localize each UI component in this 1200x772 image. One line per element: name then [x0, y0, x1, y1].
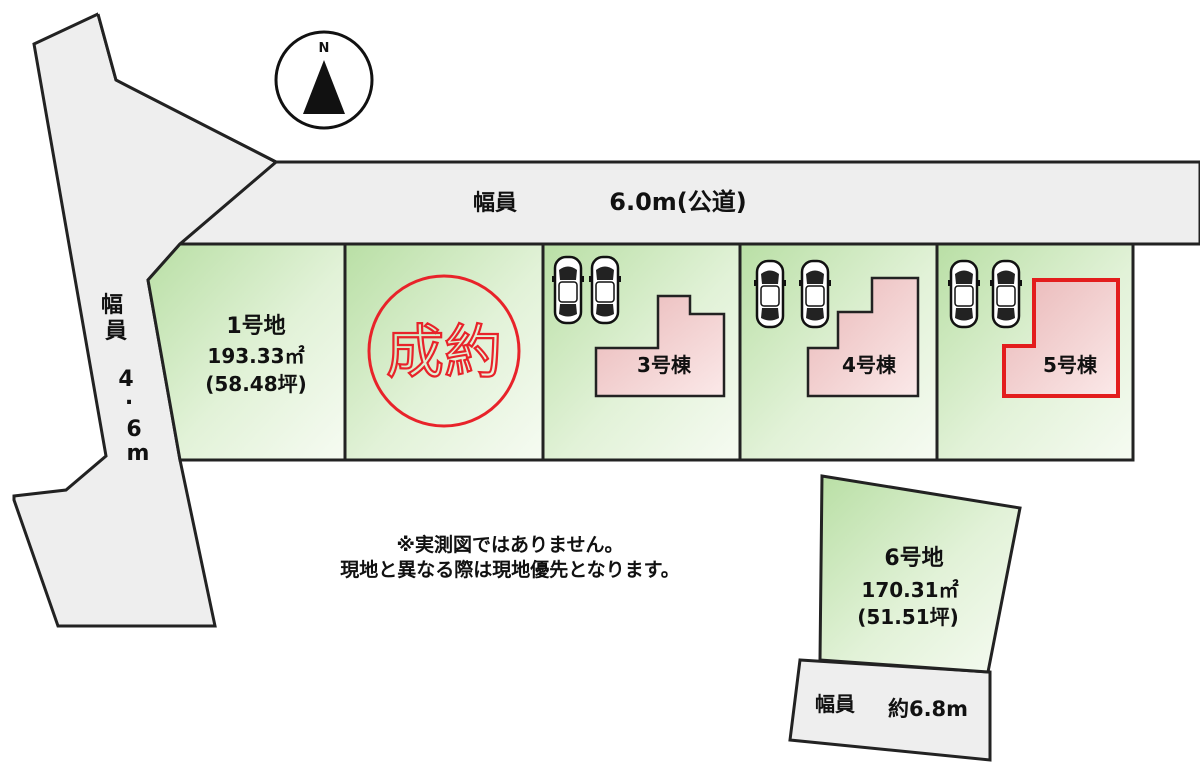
house-3 [594, 294, 726, 398]
svg-text:4: 4 [118, 367, 133, 392]
left-road-label: 幅 員 4 . 6 m [101, 293, 149, 466]
note-line-1: ※実測図ではありません。 [397, 533, 624, 556]
house-5 [1002, 278, 1120, 398]
house-4 [806, 276, 920, 398]
car-icon [587, 255, 623, 325]
lot-1-area: 193.33㎡ [207, 344, 304, 368]
compass-icon: N [274, 30, 374, 130]
note-line-2: 現地と異なる際は現地優先となります。 [340, 558, 680, 581]
bottom-road-width-label: 幅員 [815, 692, 855, 716]
house-4-label: 4号棟 [842, 353, 897, 377]
house-5-label: 5号棟 [1043, 353, 1098, 377]
car-icon [797, 259, 833, 329]
lot-1-tsubo: (58.48坪) [205, 372, 307, 396]
lot-6-area: 170.31㎡ [861, 578, 958, 602]
lot-1-name: 1号地 [226, 314, 285, 339]
svg-text:N: N [319, 41, 330, 56]
svg-text:.: . [125, 385, 133, 410]
car-icon [988, 259, 1024, 329]
lot-6-name: 6号地 [884, 546, 943, 571]
svg-text:員: 員 [104, 319, 127, 344]
lot-6-tsubo: (51.51坪) [857, 605, 959, 629]
car-icon [550, 255, 586, 325]
contract-stamp: 成約 [367, 274, 521, 428]
car-icon [946, 259, 982, 329]
svg-text:幅: 幅 [101, 293, 123, 318]
main-road-width-label: 幅員 [473, 191, 517, 216]
bottom-road-width-value: 約6.8m [888, 697, 968, 721]
house-3-label: 3号棟 [637, 353, 692, 377]
car-icon [752, 259, 788, 329]
svg-text:6: 6 [126, 417, 141, 442]
svg-text:m: m [127, 441, 150, 466]
lot-6[interactable] [818, 474, 1022, 674]
main-road-width-value: 6.0m(公道) [609, 188, 746, 216]
svg-text:成約: 成約 [386, 318, 502, 386]
